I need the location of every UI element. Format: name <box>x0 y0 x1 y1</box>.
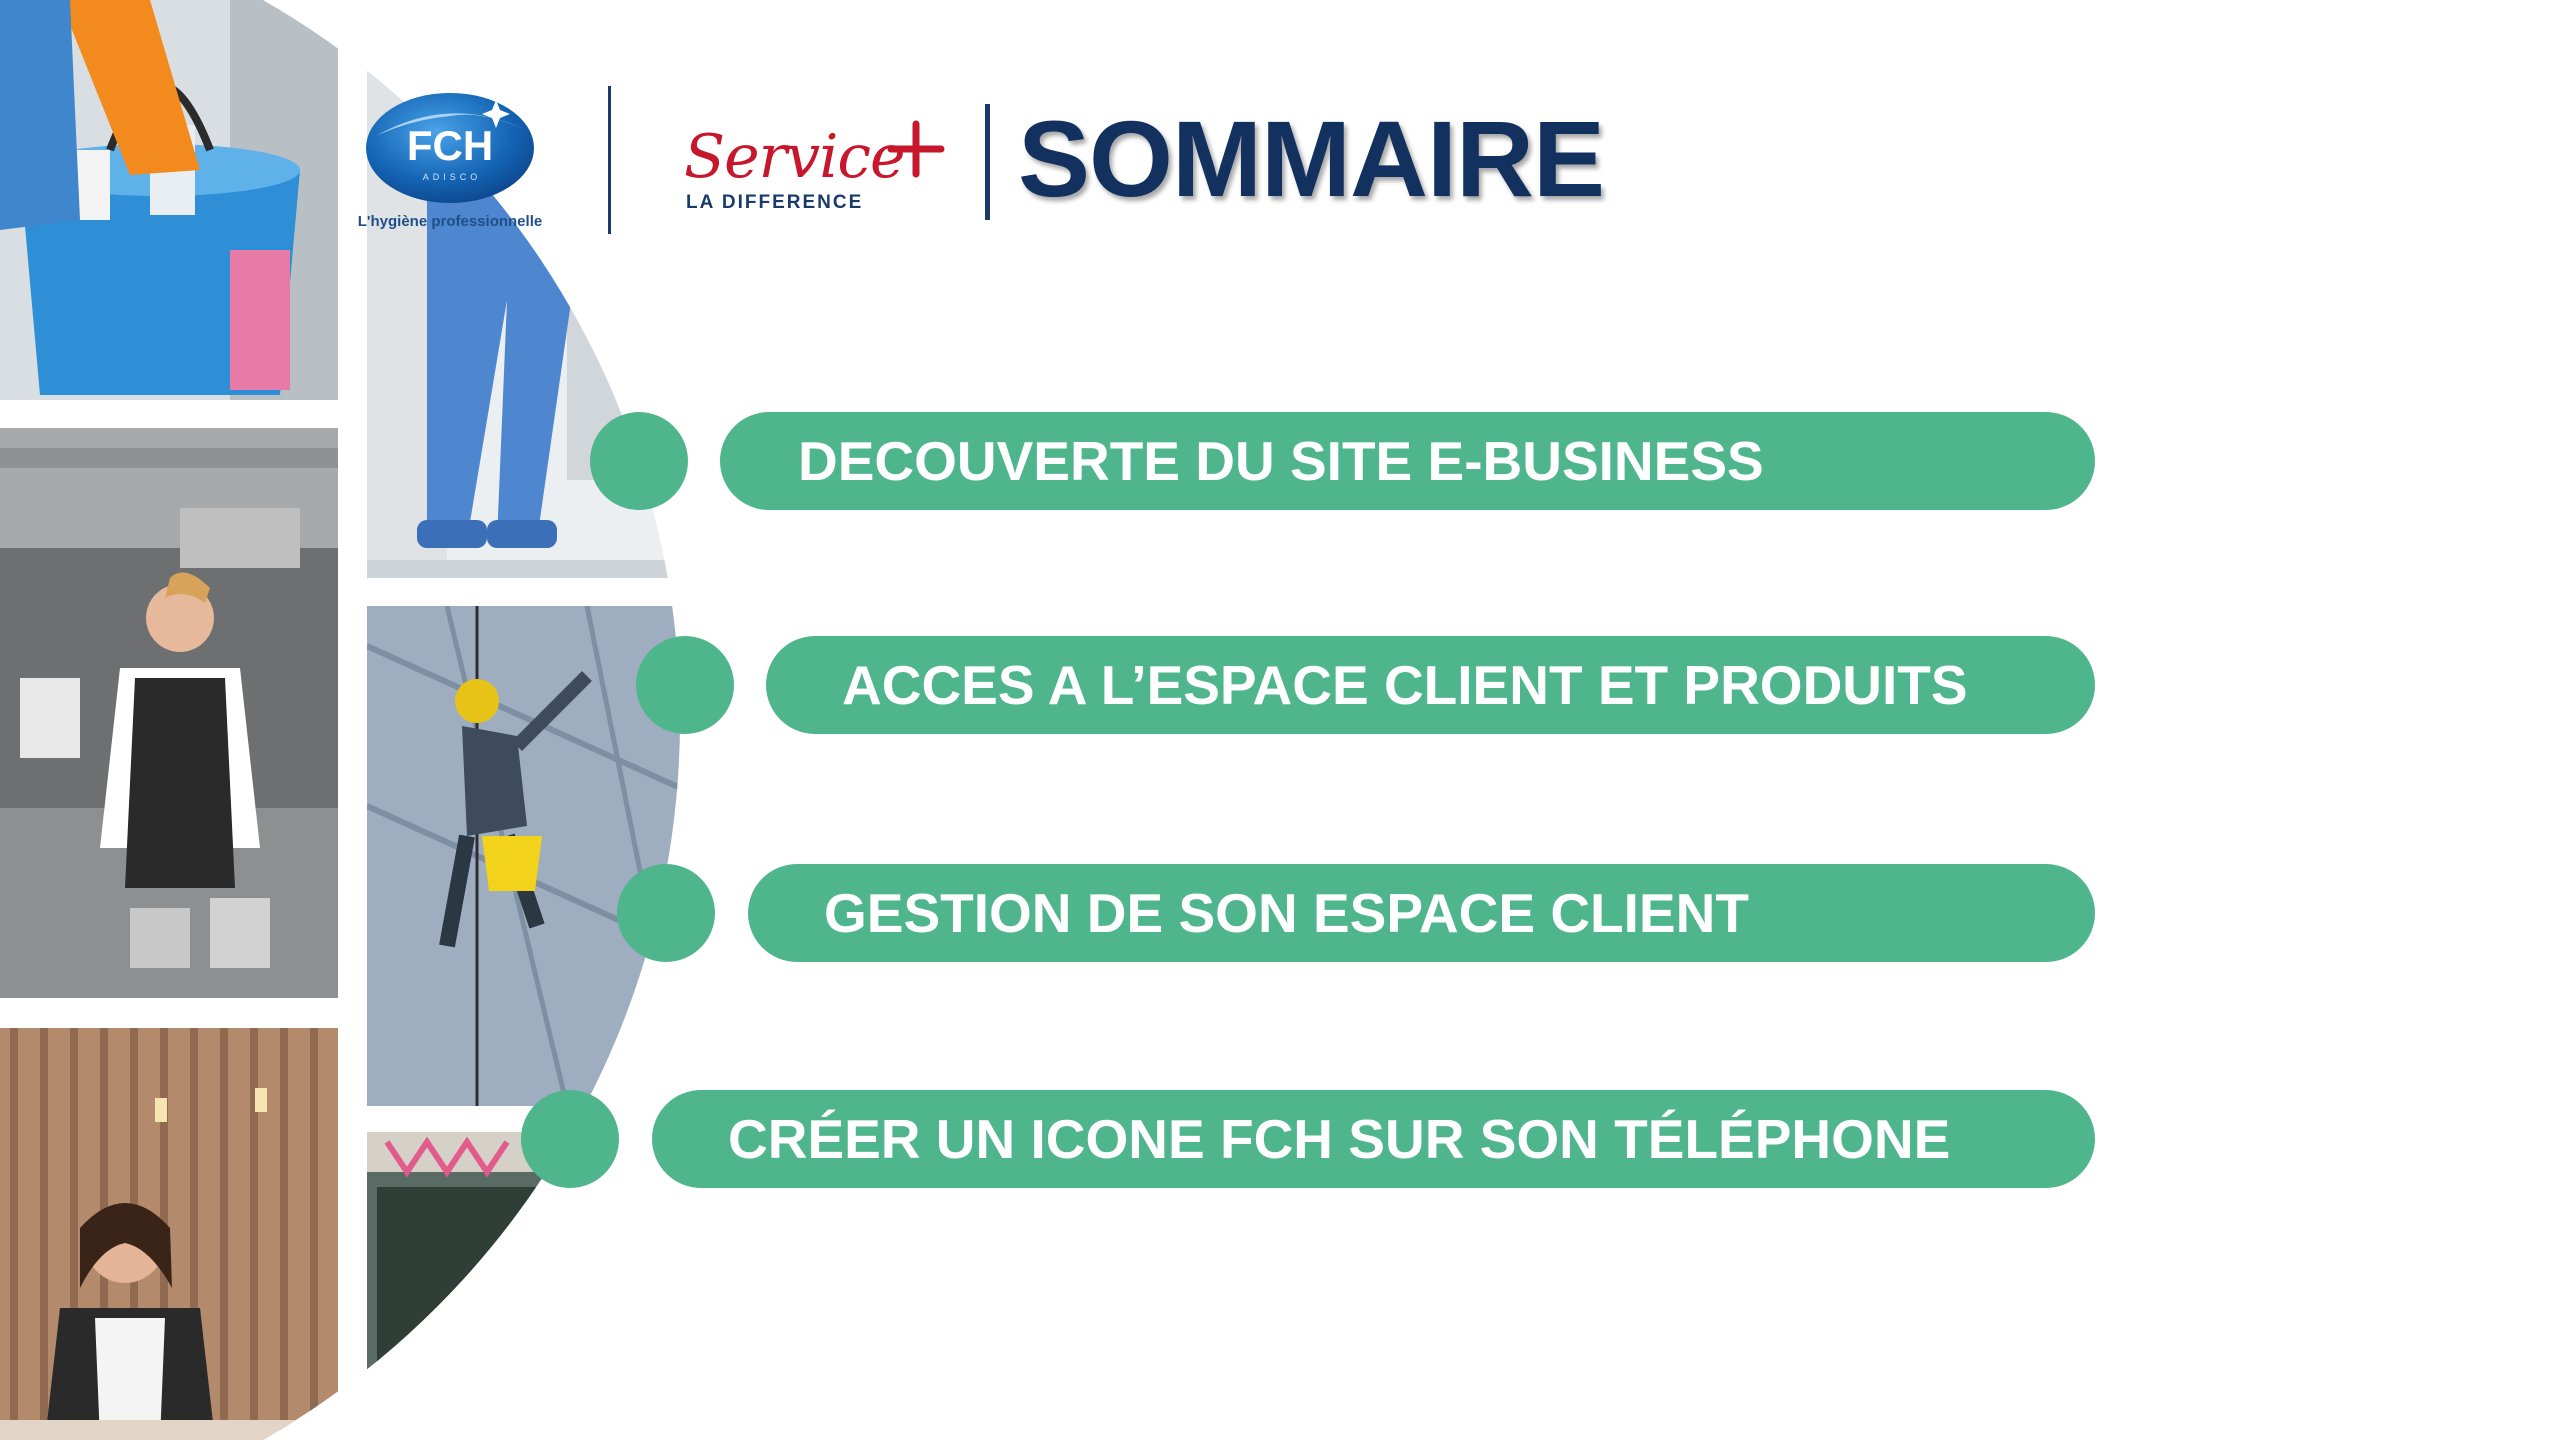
bullet-dot-2 <box>636 636 734 734</box>
summary-item-icone-telephone[interactable]: CRÉER UN ICONE FCH SUR SON TÉLÉPHONE <box>652 1090 2095 1188</box>
fch-badge-icon: FCH ADISCO <box>366 93 534 203</box>
sparkle-icon <box>482 100 510 128</box>
fch-logo-subtext: ADISCO <box>423 172 482 182</box>
summary-item-espace-client-produits[interactable]: ACCES A L’ESPACE CLIENT ET PRODUITS <box>766 636 2095 734</box>
bullet-dot-3 <box>617 864 715 962</box>
plus-icon <box>887 120 945 178</box>
fch-tagline: L'hygiène professionnelle <box>357 213 543 230</box>
hotel-reception-photo <box>0 1028 338 1440</box>
service-logo-word: Service <box>684 122 905 192</box>
kitchen-chef-photo <box>0 428 338 998</box>
header-divider <box>608 86 611 234</box>
summary-item-gestion-espace-client[interactable]: GESTION DE SON ESPACE CLIENT <box>748 864 2095 962</box>
service-plus-logo: Service LA DIFFERENCE <box>680 112 950 222</box>
cleaning-bucket-photo <box>0 0 338 400</box>
fch-logo: FCH ADISCO L'hygiène professionnelle <box>350 88 550 238</box>
fch-logo-text: FCH <box>407 122 493 169</box>
service-logo-subtitle: LA DIFFERENCE <box>686 192 864 213</box>
bullet-dot-1 <box>590 412 688 510</box>
summary-item-ebusiness[interactable]: DECOUVERTE DU SITE E-BUSINESS <box>720 412 2095 510</box>
bullet-dot-4 <box>521 1090 619 1188</box>
title-divider <box>985 104 990 220</box>
page-title: SOMMAIRE <box>1018 98 1605 219</box>
